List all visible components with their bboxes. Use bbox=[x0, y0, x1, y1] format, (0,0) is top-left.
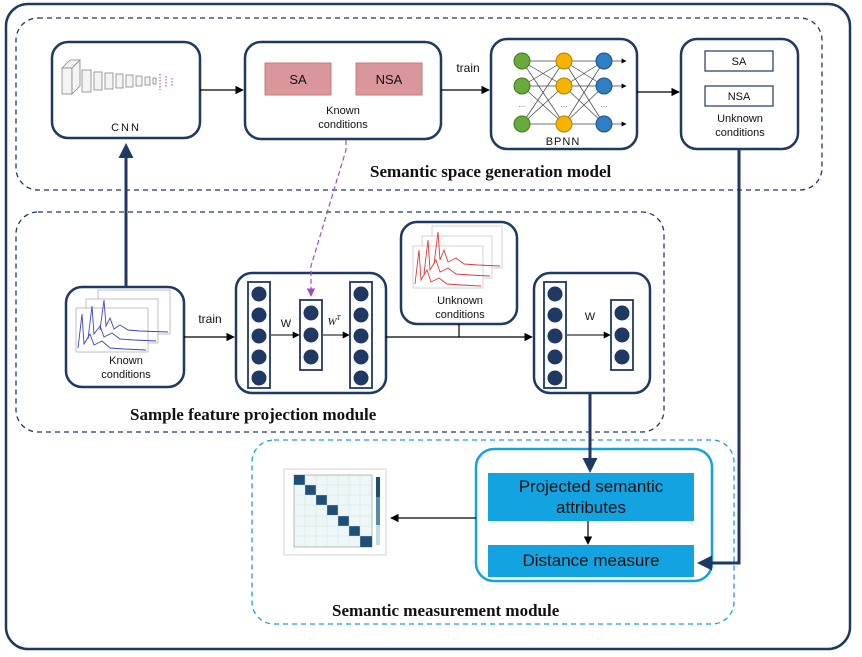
sa-attribute-label: SA bbox=[289, 72, 307, 87]
cnn-architecture-sketch bbox=[61, 59, 173, 95]
unknown-nsa-label: NSA bbox=[728, 91, 751, 103]
semantic-measurement-module-title: Semantic measurement module bbox=[332, 601, 560, 620]
unknown-sa-attribute bbox=[704, 50, 774, 72]
train-label-top: train bbox=[456, 61, 480, 75]
confusion-matrix-thumbnail bbox=[283, 468, 387, 556]
sample-projection-module-title: Sample feature projection module bbox=[130, 405, 377, 424]
semantic-measurement-region bbox=[251, 439, 735, 625]
bpnn-network: ... ... ... bbox=[513, 52, 627, 133]
projected-semantic-attributes-box: Projected semantic attributes bbox=[488, 473, 694, 521]
svg-text:...: ... bbox=[519, 100, 526, 109]
nsa-attribute-label: NSA bbox=[376, 72, 403, 87]
unknown-nsa-attribute bbox=[704, 85, 774, 107]
svg-text:...: ... bbox=[561, 100, 568, 109]
nsa-attribute bbox=[355, 62, 423, 96]
unknown-sa-label: SA bbox=[732, 56, 747, 68]
semantic-space-module-title: Semantic space generation model bbox=[370, 162, 612, 181]
bpnn-label: BPNN bbox=[546, 136, 581, 148]
known-conditions-label-middle: Known conditions bbox=[101, 355, 151, 381]
w-label: W bbox=[281, 318, 292, 330]
svg-text:...: ... bbox=[601, 100, 608, 109]
semantic-supervision-dashed-arrow bbox=[306, 140, 347, 297]
semantic-space-region bbox=[15, 17, 823, 191]
cnn-label: CNN bbox=[111, 122, 141, 134]
unknown-signal-plot bbox=[412, 225, 503, 289]
sample-projection-region bbox=[15, 211, 665, 433]
known-signal-plot bbox=[75, 289, 171, 353]
sa-attribute bbox=[264, 62, 332, 96]
wt-label: WT bbox=[327, 314, 341, 328]
outer-frame bbox=[4, 2, 852, 651]
unknown-conditions-label-top: Unknown conditions bbox=[715, 113, 765, 139]
unknown-conditions-label-middle: Unknown conditions bbox=[435, 295, 485, 321]
train-label-middle: train bbox=[198, 312, 222, 326]
unknown-to-distance-arrow bbox=[697, 149, 741, 571]
known-conditions-label-top: Known conditions bbox=[318, 105, 368, 131]
w2-label: W bbox=[585, 311, 596, 323]
distance-measure-box: Distance measure bbox=[488, 545, 694, 577]
